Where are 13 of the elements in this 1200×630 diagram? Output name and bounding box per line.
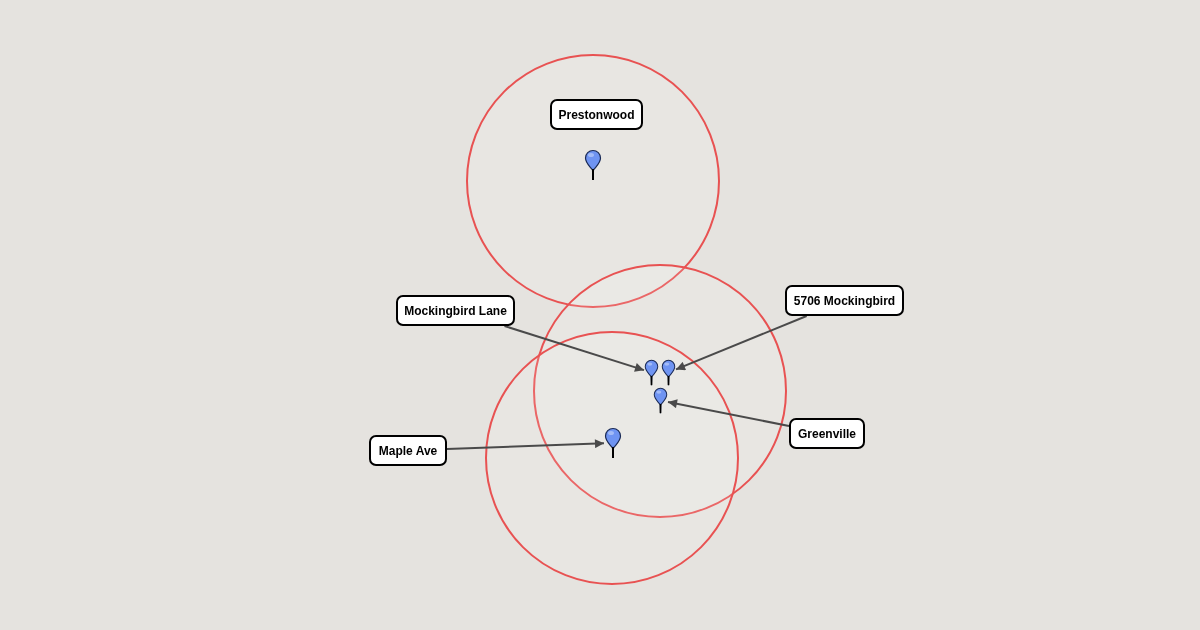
arrow <box>675 315 808 371</box>
arrow <box>503 325 645 372</box>
map-pin-icon <box>644 359 659 386</box>
map-pin-icon <box>604 427 622 459</box>
place-label: Greenville <box>789 418 865 449</box>
place-label: Prestonwood <box>550 99 643 130</box>
map-pin-icon <box>661 359 676 386</box>
place-label: Mockingbird Lane <box>396 295 515 326</box>
place-label: Maple Ave <box>369 435 447 466</box>
arrow <box>667 399 790 427</box>
arrow <box>446 439 605 451</box>
place-label: 5706 Mockingbird <box>785 285 904 316</box>
map-pin-icon <box>653 387 668 414</box>
